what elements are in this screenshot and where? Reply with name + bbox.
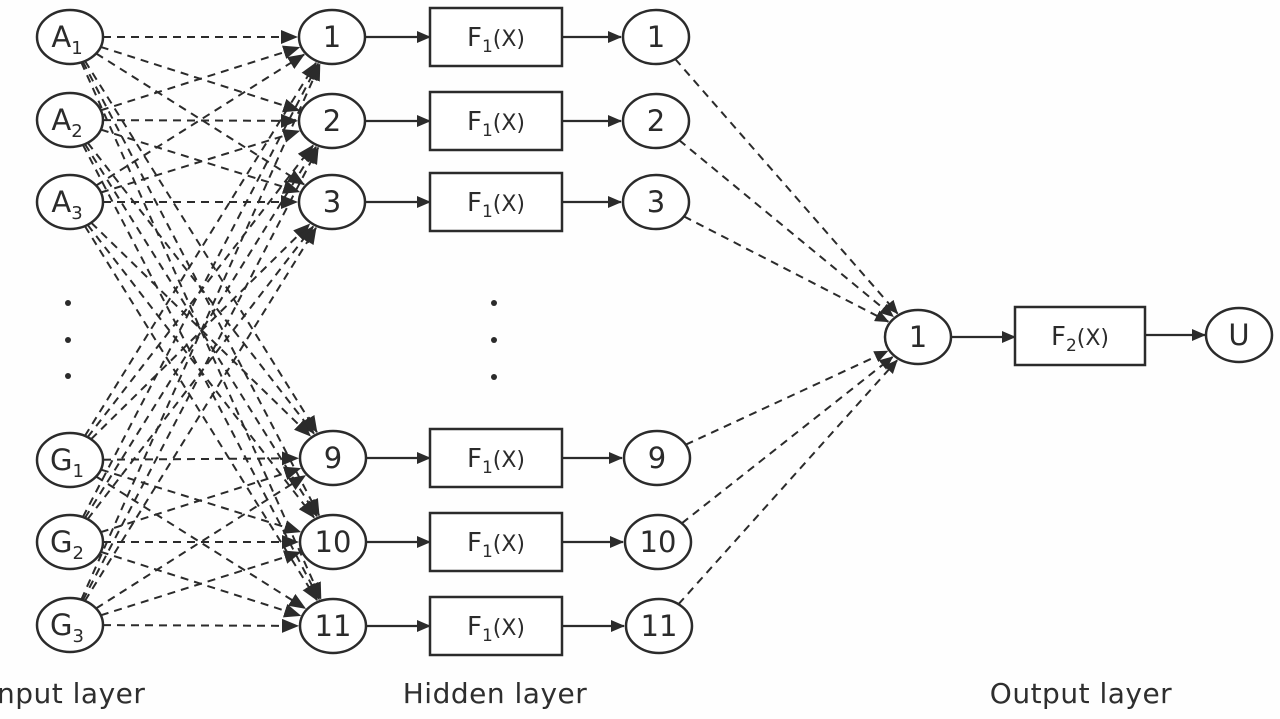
hidden-output-node-2-label: 2 <box>647 104 665 138</box>
final-node-U <box>1204 306 1274 364</box>
input-node-A3-label: A3 <box>51 185 82 224</box>
input-node-G2 <box>35 513 105 571</box>
edge-input3-hidden2 <box>100 129 301 194</box>
edges-layer <box>80 30 1206 633</box>
edge-hiddenout2-output <box>678 139 894 318</box>
f1-box-row4-label: F1(X) <box>467 444 525 478</box>
hidden-output-node-3 <box>621 173 691 231</box>
edge-input6-hidden3 <box>84 226 317 602</box>
edge-hiddenout3-output <box>683 215 890 323</box>
hidden-ellipsis-dot-2 <box>491 337 497 343</box>
output-node-label: 1 <box>909 320 927 354</box>
input-ellipsis-dot-2 <box>65 337 71 343</box>
input-node-G3-label: G3 <box>50 608 84 647</box>
edge-input2-hidden3 <box>100 128 301 194</box>
f1-box-row1-label: F1(X) <box>467 23 525 57</box>
hidden-layer-caption: Hidden layer <box>403 677 588 710</box>
edge-input5-hidden2 <box>84 145 317 519</box>
f1-box-row5-label: F1(X) <box>467 528 525 562</box>
hidden-node-1-label: 1 <box>323 20 341 54</box>
edge-input3-hidden4 <box>90 221 312 437</box>
hidden-output-node-10 <box>623 513 693 571</box>
input-node-A3 <box>35 173 105 231</box>
edge-hiddenout1-output <box>674 58 899 315</box>
f1-box-row5 <box>428 511 564 573</box>
edge-hiddenout6-output <box>677 359 898 605</box>
f1-box-row2 <box>428 90 564 152</box>
edge-input2-hidden5 <box>84 143 318 518</box>
f1-box-row3 <box>428 171 564 233</box>
hidden-output-node-11 <box>624 597 694 655</box>
edge-input4-hidden1 <box>84 61 317 437</box>
input-layer-caption: nput layer <box>0 677 145 710</box>
edge-input6-hidden5 <box>100 550 302 617</box>
hidden-output-node-3-label: 3 <box>647 185 665 219</box>
f1-box-row2-label: F1(X) <box>467 107 525 141</box>
input-node-G2-label: G2 <box>50 525 84 564</box>
edge-hiddenout4-output <box>685 350 889 446</box>
f1-box-row6 <box>428 595 564 657</box>
hidden-node-3-label: 3 <box>323 185 341 219</box>
hidden-node-2-label: 2 <box>323 104 341 138</box>
input-node-A1 <box>35 8 105 66</box>
input-node-A1-label: A1 <box>51 20 82 59</box>
input-ellipsis-dot-1 <box>65 300 71 306</box>
edge-input3-hidden6 <box>84 225 318 602</box>
edge-input6-hidden2 <box>82 146 320 601</box>
hidden-output-node-9-label: 9 <box>648 441 666 475</box>
input-node-G1 <box>35 431 105 489</box>
hidden-output-node-9 <box>622 429 692 487</box>
final-node-U-label: U <box>1228 318 1249 352</box>
f1-box-row1 <box>428 6 564 68</box>
hidden-output-node-1-label: 1 <box>647 20 665 54</box>
f1-box-row6-label: F1(X) <box>467 612 525 646</box>
edge-input5-hidden4 <box>100 466 302 534</box>
hidden-output-node-11-label: 11 <box>641 609 678 643</box>
hidden-ellipsis-dot-3 <box>491 374 497 380</box>
hidden-node-9 <box>298 429 368 487</box>
edge-input2-hidden1 <box>100 45 301 112</box>
output-layer-caption: Output layer <box>990 677 1172 710</box>
hidden-node-10 <box>298 513 368 571</box>
f1-box-row3-label: F1(X) <box>467 188 525 222</box>
hidden-node-10-label: 10 <box>315 525 352 559</box>
edge-input4-hidden4 <box>102 451 299 466</box>
input-node-G3 <box>35 596 105 654</box>
edge-input6-hidden6 <box>102 618 299 633</box>
edge-input5-hidden1 <box>82 62 320 518</box>
hidden-node-1 <box>297 8 367 66</box>
f2-box <box>1013 305 1147 367</box>
edge-input1-hidden4 <box>84 60 318 434</box>
hidden-node-11-label: 11 <box>315 609 352 643</box>
input-ellipsis-dot-3 <box>65 373 71 379</box>
input-node-A2-label: A2 <box>51 103 82 142</box>
f2-box-label: F2(X) <box>1051 322 1109 356</box>
hidden-output-node-1 <box>621 8 691 66</box>
edge-hiddenout5-output <box>681 356 894 525</box>
hidden-node-3 <box>297 173 367 231</box>
hidden-output-node-2 <box>621 92 691 150</box>
hidden-node-11 <box>298 597 368 655</box>
output-node-1 <box>883 308 953 366</box>
hidden-output-node-10-label: 10 <box>640 525 677 559</box>
edge-input4-hidden3 <box>90 223 311 440</box>
edge-input2-hidden2 <box>102 113 298 128</box>
input-node-A2 <box>35 91 105 149</box>
hidden-node-9-label: 9 <box>324 441 342 475</box>
input-node-G1-label: G1 <box>50 443 84 482</box>
f1-box-row4 <box>428 427 564 489</box>
hidden-node-2 <box>297 92 367 150</box>
hidden-ellipsis-dot-1 <box>491 300 497 306</box>
